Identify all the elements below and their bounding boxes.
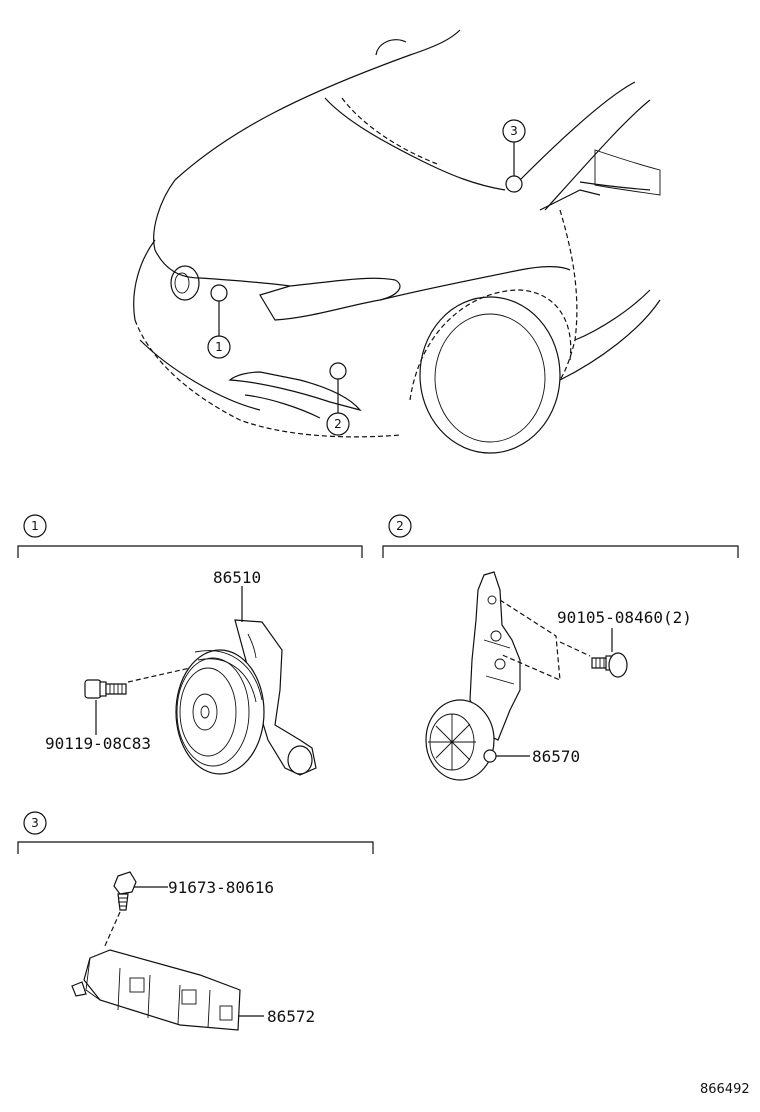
location-marker-1 bbox=[210, 284, 228, 302]
section-2-number: 2 bbox=[396, 519, 404, 533]
section-2: 2 90105-08460(2) 86570 bbox=[382, 514, 739, 781]
section-1-bracket bbox=[17, 545, 363, 558]
bolt-91673-illustration bbox=[113, 871, 137, 911]
bolt-90119-illustration bbox=[84, 679, 127, 699]
section-1-badge bbox=[23, 514, 47, 538]
horn-86510-illustration bbox=[175, 619, 317, 776]
section-1: 1 86510 90119-08C83 bbox=[17, 514, 363, 776]
callout-3: 3 bbox=[502, 119, 526, 143]
callout-3-number: 3 bbox=[510, 124, 518, 138]
part-label-91673-80616[interactable]: 91673-80616 bbox=[168, 878, 274, 897]
section-2-bracket bbox=[382, 545, 739, 558]
section-3-number: 3 bbox=[31, 816, 39, 830]
section-3-bracket bbox=[17, 841, 374, 854]
part-label-86570[interactable]: 86570 bbox=[532, 747, 580, 766]
section-3-badge bbox=[23, 811, 47, 835]
part-label-86572[interactable]: 86572 bbox=[267, 1007, 315, 1026]
callout-2: 2 bbox=[326, 412, 350, 436]
callout-1-number: 1 bbox=[215, 340, 223, 354]
section-2-badge bbox=[388, 514, 412, 538]
location-marker-2 bbox=[329, 362, 347, 380]
section-1-number: 1 bbox=[31, 519, 39, 533]
bolt-90105-illustration bbox=[591, 652, 628, 678]
part-label-90119-08C83[interactable]: 90119-08C83 bbox=[45, 734, 151, 753]
horn-86570-illustration bbox=[425, 571, 521, 781]
location-marker-3 bbox=[505, 175, 523, 193]
callout-1: 1 bbox=[207, 335, 231, 359]
car-front-illustration bbox=[133, 29, 661, 454]
part-label-86510[interactable]: 86510 bbox=[213, 568, 261, 587]
module-86572-illustration bbox=[71, 949, 241, 1031]
part-label-90105-08460[interactable]: 90105-08460(2) bbox=[557, 608, 692, 627]
section-3: 3 91673-80616 86572 bbox=[17, 811, 374, 1031]
callout-2-number: 2 bbox=[334, 417, 342, 431]
figure-id: 866492 bbox=[700, 1082, 750, 1097]
